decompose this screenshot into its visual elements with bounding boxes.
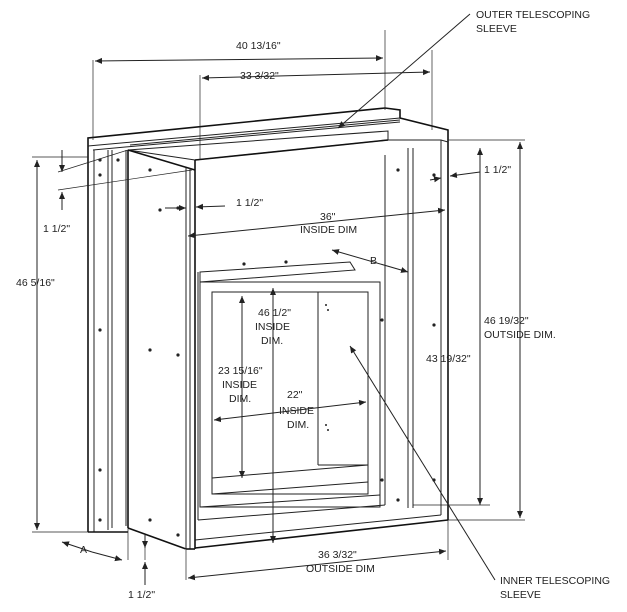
left-flange-dim: 1 1/2" [43, 223, 70, 235]
b-label: B [370, 255, 377, 267]
opening-height-text-2: DIM. [229, 393, 251, 405]
opening-width-value: 22" [287, 389, 303, 401]
inner-flange-dim: 1 1/2" [236, 197, 263, 209]
right-flange-dim: 1 1/2" [484, 164, 511, 176]
leader-lines [337, 13, 496, 581]
outer-sleeve-callout-1: OUTER TELESCOPING [476, 9, 590, 21]
outer-sleeve-callout-2: SLEEVE [476, 23, 517, 35]
inner-sleeve-callout-1: INNER TELESCOPING [500, 575, 610, 587]
overall-height-dim: 46 5/16" [16, 277, 55, 289]
outside-height-value: 46 19/32" [484, 315, 529, 327]
outside-width-value: 36 3/32" [318, 549, 357, 561]
opening-width-text-2: DIM. [287, 419, 309, 431]
inner-top-width-dim: 33 3/32" [240, 70, 279, 82]
inner-sleeve-callout-2: SLEEVE [500, 589, 541, 601]
labels: OUTER TELESCOPING SLEEVE 40 13/16" 33 3/… [16, 9, 610, 601]
outside-height-text: OUTSIDE DIM. [484, 329, 556, 341]
top-width-dim: 40 13/16" [236, 40, 281, 52]
outside-width-text: OUTSIDE DIM [306, 563, 375, 575]
inside-height-value: 46 1/2" [258, 307, 291, 319]
opening-width-text-1: INSIDE [279, 405, 314, 417]
inner-height-dim: 43 19/32" [426, 353, 471, 365]
dimension-lines [32, 30, 525, 585]
a-label: A [80, 544, 87, 556]
opening-height-value: 23 15/16" [218, 365, 263, 377]
inside-width-text: INSIDE DIM [300, 224, 357, 236]
inside-height-text-2: DIM. [261, 335, 283, 347]
inner-sleeve [127, 130, 389, 550]
bottom-flange-dim: 1 1/2" [128, 589, 155, 601]
inside-width-value: 36" [320, 211, 336, 223]
inside-height-text-1: INSIDE [255, 321, 290, 333]
bolt-holes [98, 158, 436, 537]
opening-height-text-1: INSIDE [222, 379, 257, 391]
